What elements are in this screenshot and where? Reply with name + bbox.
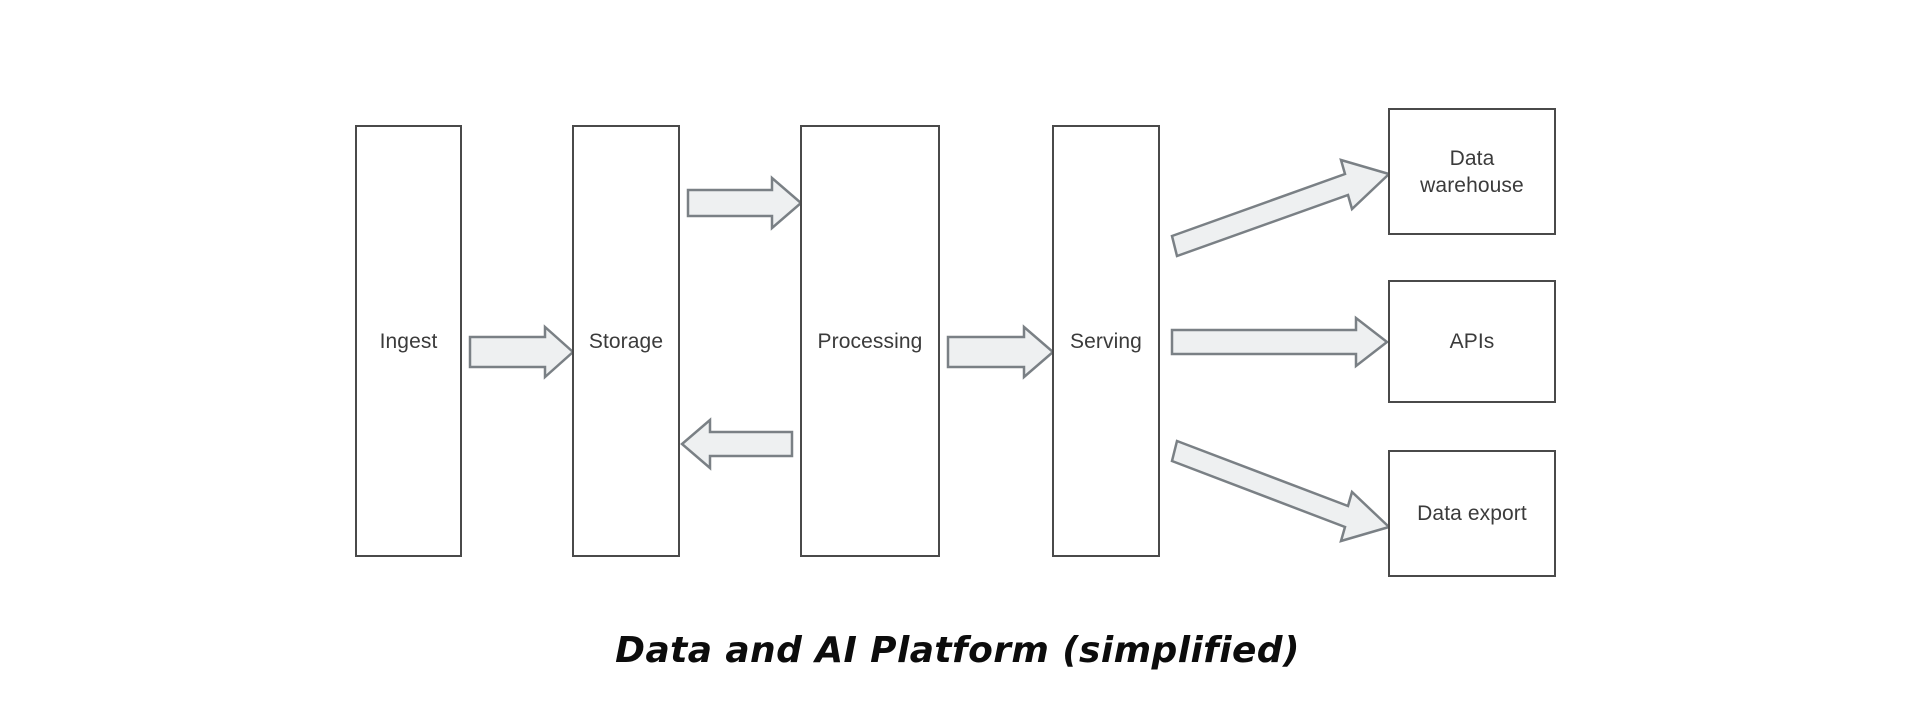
stage-box-ingest[interactable]: Ingest: [355, 125, 462, 557]
arrow-processing-to-storage: [680, 417, 794, 471]
stage-label-storage: Storage: [588, 329, 664, 353]
arrow-serving-to-data-warehouse: [1170, 158, 1392, 258]
output-box-apis[interactable]: APIs: [1388, 280, 1556, 403]
arrow-storage-to-processing: [686, 175, 803, 231]
output-label-apis: APIs: [1449, 330, 1495, 353]
output-box-data-warehouse[interactable]: Data warehouse: [1388, 108, 1556, 235]
stage-box-serving[interactable]: Serving: [1052, 125, 1160, 557]
arrow-ingest-to-storage: [468, 324, 575, 380]
output-label-data-warehouse: Data warehouse: [1420, 146, 1524, 197]
arrow-processing-to-serving: [946, 324, 1055, 380]
diagram-title: Data and AI Platform (simplified): [615, 630, 1300, 671]
stage-label-ingest: Ingest: [379, 329, 438, 353]
output-label-data-export: Data export: [1417, 502, 1527, 525]
stage-label-serving: Serving: [1070, 329, 1142, 353]
stage-label-processing: Processing: [817, 329, 923, 353]
arrow-serving-to-data-export: [1170, 439, 1392, 543]
output-box-data-export[interactable]: Data export: [1388, 450, 1556, 577]
stage-box-storage[interactable]: Storage: [572, 125, 680, 557]
arrow-serving-to-apis: [1170, 315, 1390, 369]
stage-box-processing[interactable]: Processing: [800, 125, 940, 557]
